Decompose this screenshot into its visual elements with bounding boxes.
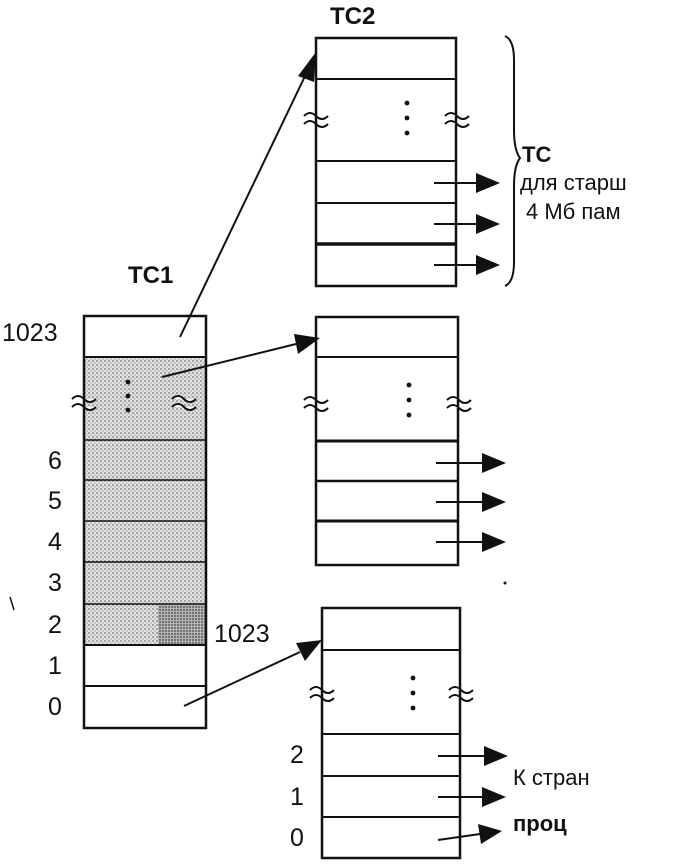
break-mark-icon (71, 395, 97, 411)
middle-entry-arrow (436, 492, 506, 512)
tc2-entry-arrow (434, 255, 500, 275)
break-mark-icon (444, 112, 470, 128)
page-table-low-index: 0 (290, 824, 304, 852)
tc1-index: 4 (48, 528, 62, 556)
tc2-note-line3: 4 Мб пам (526, 199, 621, 224)
middle-entry-arrow (436, 532, 506, 552)
pointer-arrow-tc1-top-to-tc2 (179, 52, 316, 338)
page-table-low: 1023 2 1 0 К стран проц (214, 606, 590, 860)
tc2-title: ТС2 (330, 3, 375, 30)
ellipsis-icon (410, 675, 416, 711)
tc2-note-line1: ТС (522, 142, 551, 167)
tc2-entry-arrow (434, 173, 500, 193)
speck-icon (503, 581, 507, 585)
tc1-index-top: 1023 (2, 319, 58, 347)
tc1-index: 6 (48, 447, 62, 475)
tc1-table: ТС1 1023 6 5 4 3 2 1 0 (2, 262, 208, 730)
pointer-arrow-tc1-zero-to-page-table (183, 640, 322, 707)
tc1-index: 1 (48, 652, 62, 680)
tc1-index: 0 (48, 693, 62, 721)
break-mark-icon (303, 396, 329, 412)
break-mark-icon (309, 686, 335, 702)
page-table-low-note-line2: проц (513, 811, 567, 836)
ellipsis-icon (125, 379, 131, 413)
ellipsis-icon (406, 382, 412, 418)
tc1-index: 3 (48, 569, 62, 597)
page-table-low-index: 1 (290, 783, 304, 811)
pointer-arrow-tc1-to-middle (161, 334, 320, 378)
page-table-low-index-top: 1023 (214, 620, 270, 648)
tc1-index: 2 (48, 611, 62, 639)
tc1-title: ТС1 (128, 262, 173, 289)
middle-entry-arrow (436, 453, 506, 473)
break-mark-icon (171, 395, 197, 411)
tc2-note-line2: для старш (520, 170, 627, 195)
brace-icon (504, 35, 522, 287)
tc2-entry-arrow (434, 214, 500, 234)
page-table-low-index: 2 (290, 741, 304, 769)
tc2-table: ТС2 ТС для старш 4 Мб пам (303, 3, 627, 288)
break-mark-icon (448, 686, 474, 702)
break-mark-icon (446, 396, 472, 412)
page-entry-arrow (438, 787, 506, 807)
middle-table (303, 315, 507, 585)
tc1-index: 5 (48, 487, 62, 515)
speck-icon (9, 596, 15, 611)
ellipsis-icon (404, 100, 410, 136)
page-entry-arrow (438, 746, 508, 766)
page-table-low-note-line1: К стран (513, 765, 590, 790)
break-mark-icon (303, 112, 329, 128)
page-entry-arrow (437, 824, 502, 844)
